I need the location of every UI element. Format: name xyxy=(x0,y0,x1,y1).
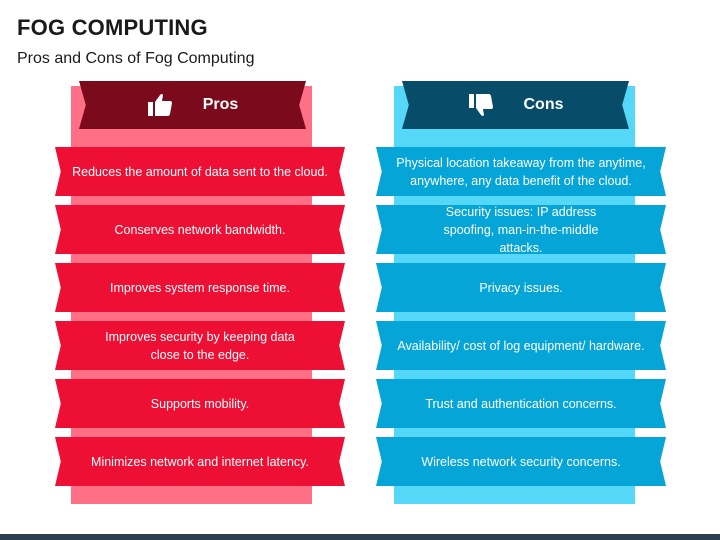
pros-item: Improves system response time. xyxy=(55,263,345,312)
pros-item: Improves security by keeping data close … xyxy=(55,321,345,370)
slide-subtitle: Pros and Cons of Fog Computing xyxy=(17,50,255,67)
cons-header-label: Cons xyxy=(523,96,564,113)
pros-item: Conserves network bandwidth. xyxy=(55,205,345,254)
cons-item: Physical location takeaway from the anyt… xyxy=(376,147,666,196)
pros-item: Reduces the amount of data sent to the c… xyxy=(55,147,345,196)
thumbs-up-icon xyxy=(147,93,173,117)
cons-item: Trust and authentication concerns. xyxy=(376,379,666,428)
pros-item: Supports mobility. xyxy=(55,379,345,428)
cons-item: Privacy issues. xyxy=(376,263,666,312)
pros-item: Minimizes network and internet latency. xyxy=(55,437,345,486)
cons-item: Availability/ cost of log equipment/ har… xyxy=(376,321,666,370)
thumbs-down-icon xyxy=(468,93,494,117)
pros-header-label: Pros xyxy=(202,96,239,113)
cons-header: Cons xyxy=(402,81,629,129)
cons-item: Wireless network security concerns. xyxy=(376,437,666,486)
pros-header: Pros xyxy=(79,81,306,129)
slide-title: FOG COMPUTING xyxy=(17,15,208,40)
cons-item: Security issues: IP address spoofing, ma… xyxy=(376,205,666,254)
bottom-bar xyxy=(0,534,720,540)
